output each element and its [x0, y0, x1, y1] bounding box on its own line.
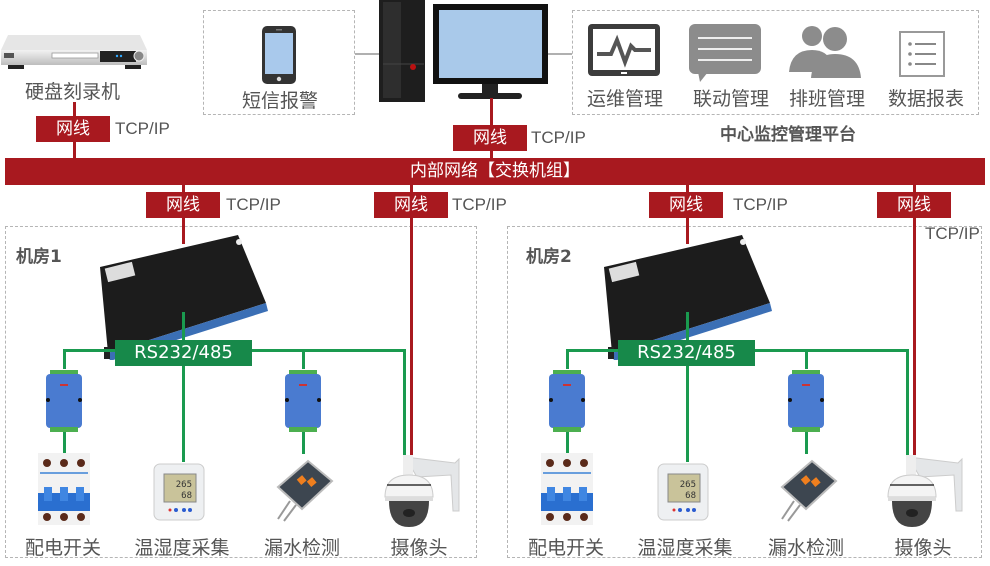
- room-2-serial-drop-3: [805, 349, 808, 369]
- sms-group-box: [203, 10, 355, 115]
- circuit-breaker-icon: [541, 453, 593, 525]
- sms-connector: [355, 53, 380, 55]
- room-1-serial-drop-1: [63, 349, 66, 369]
- room-2-device-label: 温湿度采集: [637, 537, 733, 559]
- room-1-device-label: 温湿度采集: [134, 537, 230, 559]
- sms-alarm-label: 短信报警: [241, 90, 318, 112]
- water-leak-sensor-icon: [780, 459, 838, 522]
- workstation-protocol-label: TCP/IP: [531, 128, 586, 147]
- circuit-breaker-icon: [38, 453, 90, 525]
- room-2-io-module-1: [547, 370, 587, 432]
- io-module-icon: [549, 370, 585, 432]
- room-2-io-link-2: [805, 432, 808, 454]
- room-2-camera-cable-tag: 网线: [877, 192, 951, 218]
- platform-connector: [548, 53, 572, 55]
- room-2-serial-drop-4: [906, 349, 909, 459]
- platform-item-reports[interactable]: 数据报表: [880, 22, 972, 112]
- room-1-camera-line: [410, 184, 413, 459]
- room-1-breaker: [38, 453, 90, 525]
- room-2-title: 机房2: [526, 247, 572, 267]
- room-2-io-link-1: [566, 432, 569, 454]
- ptz-camera-icon: [887, 455, 963, 527]
- room-2-device-label: 摄像头: [894, 537, 952, 559]
- io-module-icon: [46, 370, 82, 432]
- platform-item-label: 数据报表: [887, 88, 964, 110]
- desktop-computer-icon: [379, 0, 548, 102]
- room-1-io-module-2: [283, 370, 323, 432]
- platform-item-label: 运维管理: [586, 88, 663, 110]
- room-1-serial-tag: RS232/485: [115, 340, 252, 366]
- svg-text:68: 68: [685, 491, 696, 501]
- room-2-water-leak-sensor: [772, 457, 840, 523]
- dvr-cable-tag: 网线: [36, 116, 110, 142]
- room-2-serial-trunk: [686, 312, 689, 462]
- chat-bubble-icon: [689, 24, 761, 82]
- workstation: [378, 0, 550, 103]
- workstation-cable-tag: 网线: [453, 125, 527, 151]
- room-2-box: [507, 226, 982, 558]
- svg-text:265: 265: [680, 480, 696, 490]
- svg-text:265: 265: [176, 480, 192, 490]
- platform-item-label: 联动管理: [692, 88, 769, 110]
- platform-item-label: 排班管理: [788, 88, 865, 110]
- room-1-serial-drop-4: [403, 349, 406, 459]
- platform-title: 中心监控管理平台: [720, 125, 856, 145]
- platform-item-linkage[interactable]: 联动管理: [686, 22, 776, 112]
- room-1-switch-cable-tag: 网线: [146, 192, 220, 218]
- smartphone-icon: [262, 26, 296, 84]
- svg-text:68: 68: [181, 491, 192, 501]
- thermo-hygrometer-icon: 265 68: [657, 463, 709, 521]
- platform-item-ops[interactable]: 运维管理: [585, 22, 665, 112]
- room-2-switch-protocol-label: TCP/IP: [733, 195, 788, 214]
- dvr-recorder: [0, 30, 150, 75]
- room-2-serial-drop-1: [566, 349, 569, 369]
- room-2-serial-tag: RS232/485: [618, 340, 755, 366]
- room-1-thermo-hygrometer: 265 68: [152, 462, 206, 522]
- room-2-thermo-hygrometer: 265 68: [656, 462, 710, 522]
- room-1-serial-trunk: [182, 312, 185, 462]
- room-1-title: 机房1: [16, 247, 62, 267]
- room-2-camera-line: [913, 184, 916, 459]
- internal-network-bus: 内部网络【交换机组】: [5, 158, 985, 185]
- room-1-camera-cable-tag: 网线: [374, 192, 448, 218]
- water-leak-sensor-icon: [276, 459, 334, 522]
- room-1-io-link-2: [302, 432, 305, 454]
- room-1-camera-protocol-label: TCP/IP: [452, 195, 507, 214]
- room-2-ptz-camera: [886, 455, 966, 530]
- list-report-icon: [899, 31, 945, 77]
- monitor-pulse-icon: [588, 24, 660, 76]
- room-2-breaker: [541, 453, 593, 525]
- dvr-recorder-icon: [1, 35, 147, 69]
- room-2-device-label: 配电开关: [527, 537, 604, 559]
- room-1-device-label: 配电开关: [24, 537, 101, 559]
- room-1-switch-protocol-label: TCP/IP: [226, 195, 281, 214]
- ptz-camera-icon: [384, 455, 460, 527]
- room-1-serial-drop-3: [302, 349, 305, 369]
- room-1-device-label: 摄像头: [390, 537, 448, 559]
- room-2-camera-protocol-label: TCP/IP: [925, 224, 980, 243]
- io-module-icon: [788, 370, 824, 432]
- room-1-io-module-1: [44, 370, 84, 432]
- room-1-water-leak-sensor: [268, 457, 336, 523]
- dvr-protocol-label: TCP/IP: [115, 119, 170, 138]
- room-2-switch-cable-tag: 网线: [649, 192, 723, 218]
- room-1-box: [5, 226, 477, 558]
- room-1-io-link-1: [63, 432, 66, 454]
- platform-group-box: [572, 10, 979, 115]
- room-2-device-label: 漏水检测: [767, 537, 844, 559]
- room-2-io-module-2: [786, 370, 826, 432]
- thermo-hygrometer-icon: 265 68: [153, 463, 205, 521]
- users-icon: [789, 26, 861, 78]
- io-module-icon: [285, 370, 321, 432]
- dvr-recorder-label: 硬盘刻录机: [24, 81, 120, 103]
- room-1-ptz-camera: [383, 455, 463, 530]
- platform-item-schedule[interactable]: 排班管理: [782, 22, 872, 112]
- sms-phone: [259, 25, 299, 85]
- room-1-device-label: 漏水检测: [263, 537, 340, 559]
